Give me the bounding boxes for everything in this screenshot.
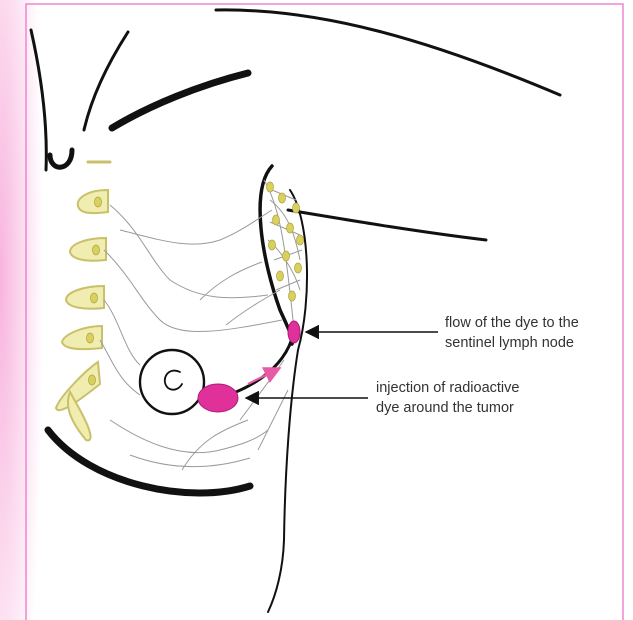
rib-1 — [78, 190, 108, 213]
sentinel-flow-label-line-2: sentinel lymph node — [445, 333, 579, 353]
dye-flow-arrow — [248, 368, 280, 384]
diagram-frame — [26, 4, 623, 620]
arm-underside-line — [288, 210, 486, 240]
dye-node-icon — [288, 321, 300, 343]
rib-5 — [56, 362, 100, 410]
clavicle-contour — [84, 32, 128, 130]
injection-label: injection of radioactive dye around the … — [376, 378, 519, 418]
dye-blob-icon — [198, 384, 238, 412]
lymph-vessel-network — [100, 180, 302, 470]
shoulder-top-contour — [216, 10, 560, 95]
sentinel-flow-label-line-1: flow of the dye to the — [445, 313, 579, 333]
collarbone-line — [112, 73, 248, 128]
injection-label-line-2: dye around the tumor — [376, 398, 519, 418]
rib-2 — [70, 238, 106, 261]
dye-channel — [236, 332, 294, 392]
injection-label-line-1: injection of radioactive — [376, 378, 519, 398]
tumor-circle-icon — [140, 350, 204, 414]
rib-3 — [66, 286, 104, 309]
rib-4 — [62, 326, 102, 349]
sternal-notch — [50, 150, 72, 167]
rib-group — [56, 190, 108, 440]
sentinel-flow-label: flow of the dye to the sentinel lymph no… — [445, 313, 579, 353]
